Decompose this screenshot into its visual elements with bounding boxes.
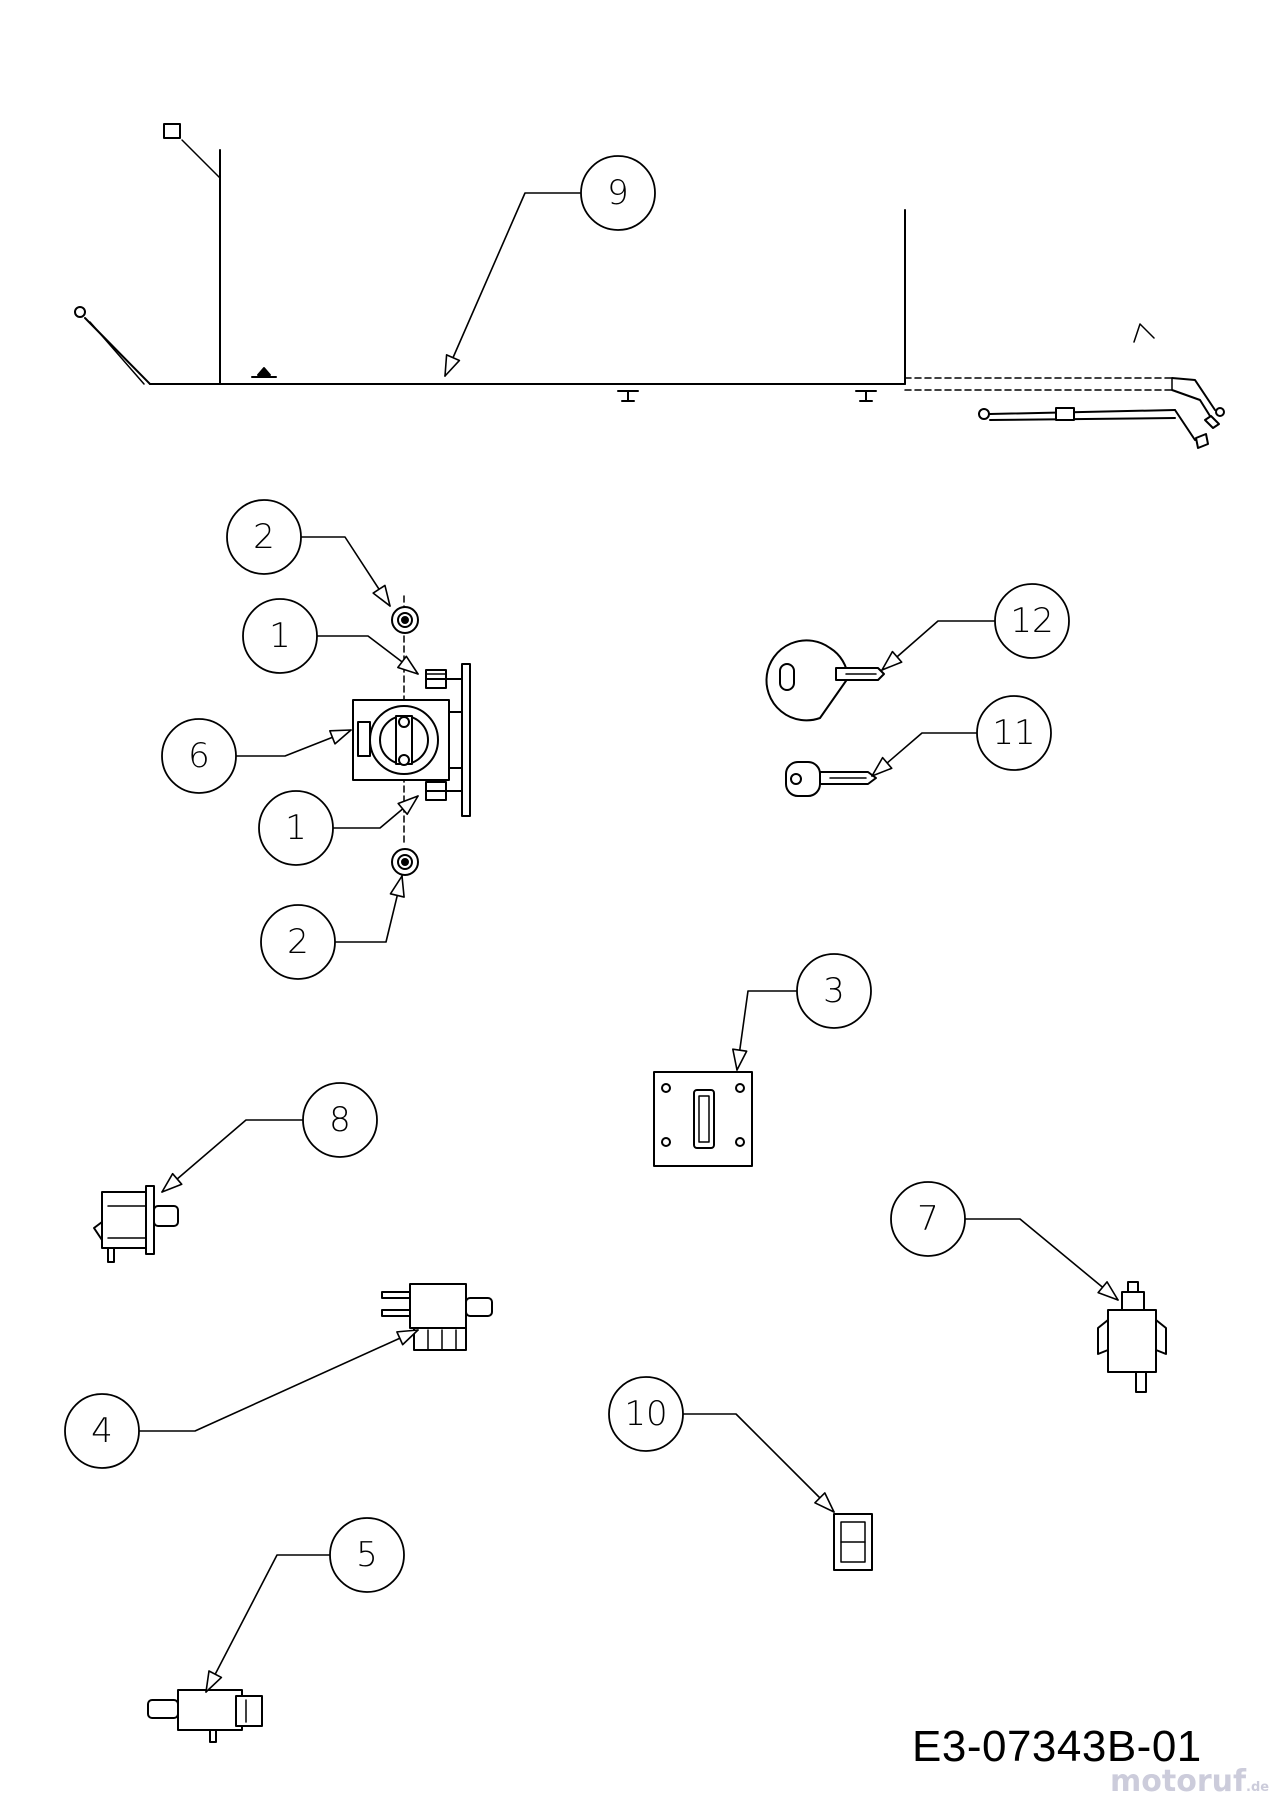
arrowhead-11	[871, 756, 893, 777]
callout-4: 4	[64, 1393, 140, 1469]
nut-upper	[391, 606, 419, 634]
arrowhead-9	[444, 354, 461, 377]
watermark-text: motoruf	[1110, 1764, 1247, 1799]
key-small	[785, 761, 877, 797]
callout-number-1b: 1	[285, 808, 307, 848]
callout-12: 12	[994, 583, 1070, 659]
nut-lower	[391, 848, 419, 876]
callout-number-8: 8	[329, 1100, 351, 1140]
plunger-switch-bottom	[147, 1689, 263, 1743]
callout-circle-11	[976, 695, 1052, 771]
leader-line-10	[682, 1413, 835, 1513]
callout-circle-2b	[260, 904, 336, 980]
leader-line-2a	[300, 536, 391, 607]
callout-3: 3	[796, 953, 872, 1029]
callout-number-5: 5	[356, 1535, 378, 1575]
callout-2a: 2	[226, 499, 302, 575]
leader-line-2b	[334, 875, 403, 943]
key-round	[765, 639, 885, 722]
callout-circle-9	[580, 155, 656, 231]
callout-5: 5	[329, 1517, 405, 1593]
arrowhead-3	[732, 1048, 748, 1071]
callout-number-11: 11	[992, 713, 1035, 753]
callout-2b: 2	[260, 904, 336, 980]
arrowhead-2b	[389, 875, 405, 898]
rocker-switch	[833, 1513, 873, 1571]
callout-circle-7	[890, 1181, 966, 1257]
leader-line-1a	[316, 635, 419, 675]
drawing-code: E3-07343B-01	[912, 1722, 1202, 1771]
arrowhead-6	[329, 729, 352, 745]
screw-lower	[425, 781, 463, 801]
arrowhead-7	[1097, 1281, 1119, 1301]
callout-1b: 1	[258, 790, 334, 866]
callout-circle-10	[608, 1376, 684, 1452]
callout-8: 8	[302, 1082, 378, 1158]
watermark-suffix: .de	[1246, 1780, 1270, 1795]
leader-line-7	[964, 1218, 1119, 1301]
leader-line-3	[736, 990, 798, 1071]
callout-number-4: 4	[91, 1411, 113, 1451]
arrowhead-1b	[397, 795, 419, 816]
callout-circle-8	[302, 1082, 378, 1158]
callout-circle-1b	[258, 790, 334, 866]
callout-number-7: 7	[917, 1199, 939, 1239]
callout-10: 10	[608, 1376, 684, 1452]
leader-line-4	[138, 1329, 419, 1432]
callout-7: 7	[890, 1181, 966, 1257]
callout-11: 11	[976, 695, 1052, 771]
callout-number-9: 9	[607, 173, 629, 213]
callout-circle-2a	[226, 499, 302, 575]
callout-number-10: 10	[624, 1394, 667, 1434]
plunger-switch-left	[93, 1185, 179, 1263]
arrowhead-12	[881, 650, 903, 671]
callout-circle-4	[64, 1393, 140, 1469]
ignition-switch	[352, 595, 471, 847]
arrowhead-5	[205, 1670, 223, 1693]
callout-circle-12	[994, 583, 1070, 659]
callout-number-2a: 2	[253, 517, 275, 557]
leader-line-8	[161, 1119, 304, 1193]
leader-line-11	[871, 732, 978, 777]
leader-line-5	[205, 1554, 331, 1693]
screw-upper	[425, 669, 463, 689]
callout-number-1a: 1	[269, 616, 291, 656]
leader-lines	[138, 192, 1119, 1693]
callout-number-6: 6	[188, 736, 210, 776]
callout-circle-1a	[242, 598, 318, 674]
watermark-logo: motoruf.de	[1110, 1764, 1269, 1799]
callout-1a: 1	[242, 598, 318, 674]
arrowhead-1a	[397, 655, 419, 675]
callout-9: 9	[580, 155, 656, 231]
switch-connector	[381, 1283, 493, 1351]
callout-number-3: 3	[823, 971, 845, 1011]
leader-line-6	[235, 729, 352, 757]
arrowhead-4	[396, 1329, 419, 1346]
callout-number-2b: 2	[287, 922, 309, 962]
brake-switch	[1097, 1281, 1167, 1393]
switch-plate	[653, 1071, 753, 1167]
arrowhead-10	[814, 1492, 835, 1513]
wiring-harness	[74, 123, 1225, 449]
leader-line-12	[881, 620, 996, 671]
callout-circle-6	[161, 718, 237, 794]
arrowhead-8	[161, 1172, 183, 1193]
callout-6: 6	[161, 718, 237, 794]
callout-number-12: 12	[1010, 601, 1053, 641]
callout-circle-5	[329, 1517, 405, 1593]
arrowhead-2a	[372, 584, 391, 607]
leader-line-9	[444, 192, 581, 377]
callout-circle-3	[796, 953, 872, 1029]
